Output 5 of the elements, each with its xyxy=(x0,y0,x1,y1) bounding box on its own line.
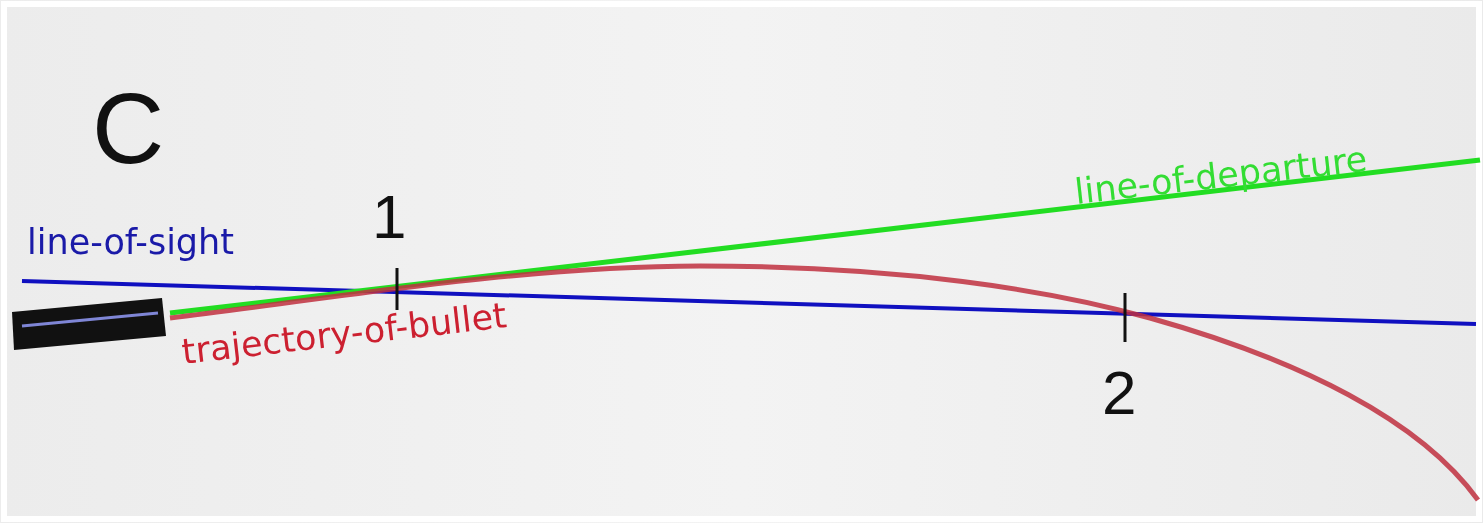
point-number: 2 xyxy=(1102,362,1137,424)
line-label: line-of-sight xyxy=(27,225,234,260)
line-label: line-of-departure xyxy=(1073,141,1369,210)
panel-letter: C xyxy=(92,78,165,178)
point-number: 1 xyxy=(372,186,407,248)
